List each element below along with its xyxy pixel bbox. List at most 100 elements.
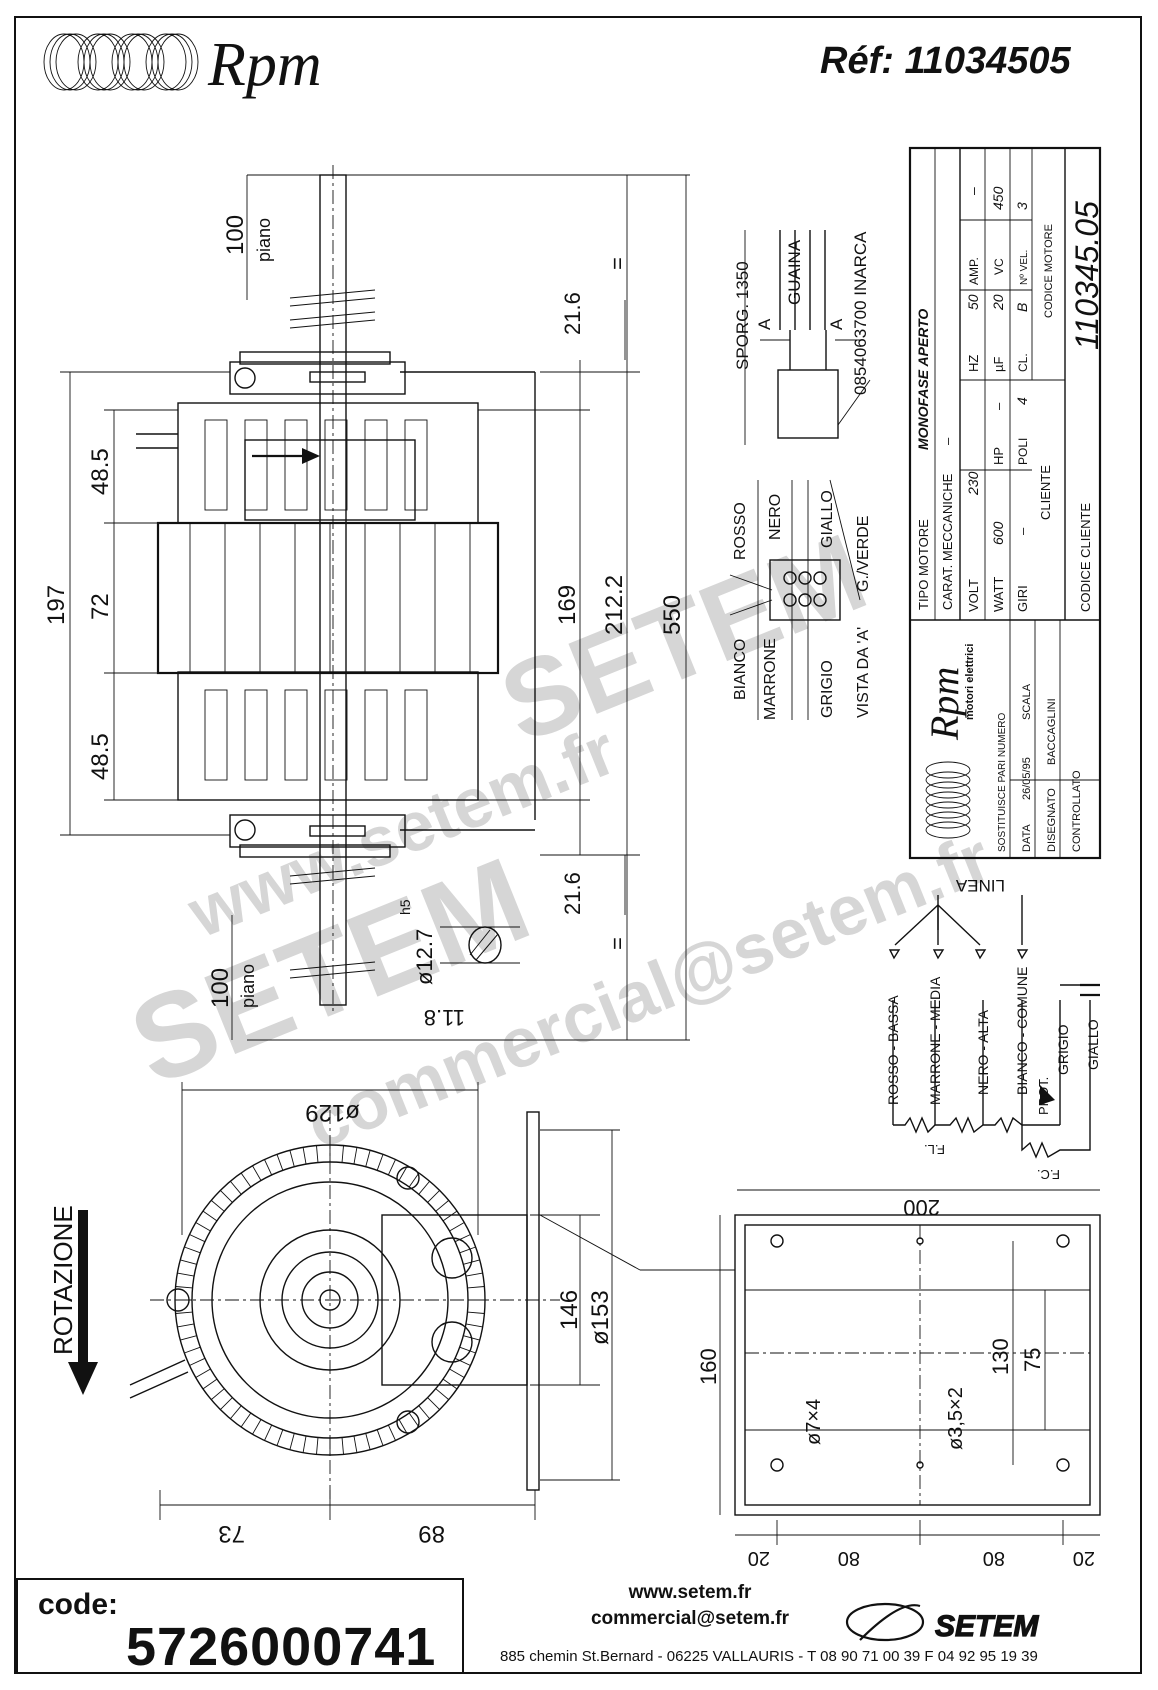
housing-fin [184,1346,201,1354]
conn-grigio: GRIGIO [819,660,836,718]
label-piano-bottom: piano [238,964,258,1008]
dim-20-right: 20 [1073,1547,1095,1569]
housing-fin [427,1190,440,1203]
housing-fin [442,1210,458,1222]
housing-fin [463,1335,480,1341]
housing-fin [365,1150,371,1167]
label-sporg: SPORG. 1350 [733,261,752,370]
tb-poli-value: 4 [1014,397,1030,405]
housing-fin [454,1357,471,1366]
housing-fin [467,1311,485,1314]
tb-uf-value: 20 [990,294,1006,311]
tb-vc-value: 450 [990,186,1006,210]
housing-fin [376,1154,384,1171]
conn-vista: VISTA DA 'A' [855,627,872,718]
wire-media: MARRONE - MEDIA [927,976,943,1105]
dim-73: 73 [218,1520,245,1547]
dim-equal-bottom: = [605,937,630,950]
dim-130: 130 [988,1338,1013,1375]
tb-sostituisce-label: SOSTITUISCE PARI NUMERO [997,713,1008,852]
dim-153: ø153 [587,1290,614,1345]
housing-fin [465,1272,483,1277]
reference-number: Réf: 11034505 [820,40,1071,82]
title-block: TIPO MOTORE MONOFASE APERTO CARAT. MECCA… [908,146,1105,860]
tb-uf-label: µF [991,357,1006,372]
tb-disegnato-label: DISEGNATO [1046,788,1058,852]
housing-fin [240,1412,252,1428]
dim-equal-top: = [605,257,630,270]
drawing-frame [14,16,1142,1674]
housing-fin [427,1397,440,1410]
tb-tipo-label: TIPO MOTORE [916,519,931,610]
wire-fc: F.C. [1037,1167,1060,1182]
watermark: www.setem.fr SETEM SETEM commercial@sete… [113,510,1001,1163]
brand-name: Rpm [208,31,322,99]
tb-hp-label: HP [991,447,1006,465]
housing-fin [376,1429,384,1446]
footer-website[interactable]: www.setem.fr [628,1582,752,1603]
setem-logo-icon: SETEM [845,1602,1040,1644]
dim-80-left: 80 [838,1547,860,1569]
housing-fin [341,1437,344,1455]
tb-amp-label: AMP. [967,257,981,285]
tb-watt-value: 600 [990,521,1006,545]
tb-cl-label: CL. [1016,353,1030,372]
tb-volt-label: VOLT [966,579,981,612]
tb-hp-value: – [991,402,1006,410]
footer-email[interactable]: commercial@setem.fr [590,1608,790,1629]
housing-fin [449,1222,465,1232]
dim-160: 160 [696,1348,721,1385]
housing-fin [418,1180,430,1195]
housing-fin [177,1272,195,1277]
dim-197: 197 [43,585,70,625]
dim-20-left: 20 [748,1547,770,1569]
dim-129: ø129 [305,1099,360,1126]
housing-fin [418,1405,430,1420]
code-value: 5726000741 [126,1617,437,1677]
housing-fin [408,1172,420,1188]
tb-volt-value: 230 [965,471,981,496]
label-piano-top: piano [254,218,274,262]
housing-fin [454,1234,471,1243]
dim-89: 89 [418,1520,445,1547]
housing-fin [459,1346,476,1354]
dim-200: 200 [903,1195,940,1220]
tb-poli-label: POLI [1016,438,1030,465]
housing-fin [210,1200,225,1212]
housing-fin [180,1335,197,1341]
side-view-dimensions: 100 piano 21.6 = 197 48.5 72 48.5 169 21… [43,215,686,1030]
tb-tipo-value: MONOFASE APERTO [915,309,931,450]
housing-fin [365,1433,371,1450]
housing-fin [316,1437,319,1455]
housing-fin [442,1378,458,1390]
housing-fin [252,1419,262,1435]
conn-rosso: ROSSO [732,502,749,560]
tb-scala-label: SCALA [1021,683,1033,720]
housing-fin [230,1405,242,1420]
housing-fin [289,1433,295,1450]
dim-75: 75 [1020,1348,1045,1372]
wiring-schematic: LINEA ROSSO - BASSA MARRONE - MEDIA NERO… [885,876,1101,1182]
housing-fin [463,1259,480,1265]
housing-fin [264,1424,273,1441]
tb-codice-motore-value: 110345.05 [1069,201,1105,350]
rpm-logo-icon [43,33,199,91]
housing-fin [387,1159,396,1176]
housing-fin [435,1388,450,1400]
housing-fin [195,1368,211,1378]
housing-fin [264,1159,273,1176]
wire-fl: F.L. [924,1142,945,1157]
tb-cliente-label: CLIENTE [1038,465,1053,520]
housing-fin [195,1222,211,1232]
tb-vel-value: 3 [1014,202,1030,210]
housing-fin [341,1145,344,1163]
code-label: code: [38,1588,119,1621]
housing-fin [289,1150,295,1167]
wire-prot: PROT. [1036,1077,1051,1115]
tb-cl-value: B [1014,303,1030,312]
wire-giallo: GIALLO [1085,1019,1101,1070]
connector-view: ROSSO NERO GIALLO G./VERDE BIANCO MARRON… [729,479,872,720]
housing-fin [175,1286,193,1289]
motor-front-view [129,1082,735,1520]
housing-fin [465,1323,483,1328]
